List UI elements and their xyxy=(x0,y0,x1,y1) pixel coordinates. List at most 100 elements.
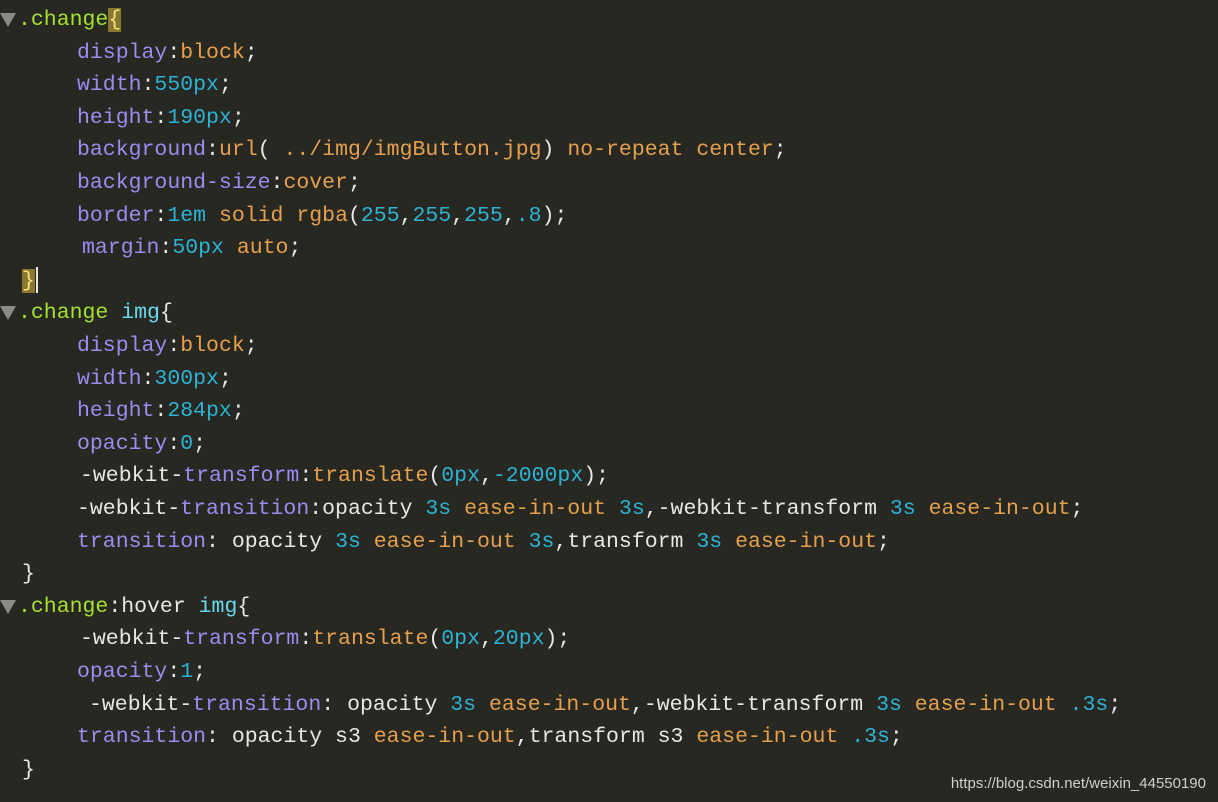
code-line[interactable]: } xyxy=(0,754,35,786)
code-token: ease-in-out xyxy=(373,725,516,750)
code-line[interactable]: width:300px; xyxy=(0,363,232,395)
code-token: : xyxy=(270,171,284,195)
code-token: ; xyxy=(231,399,245,424)
code-token: : xyxy=(154,203,168,228)
code-token: : xyxy=(141,366,155,391)
code-line[interactable]: border:1em solid rgba(255,255,255,.8); xyxy=(0,200,567,232)
code-token: opacity s3 xyxy=(231,725,374,750)
code-token: ); xyxy=(541,203,568,228)
code-token: : xyxy=(321,692,348,717)
code-token: ); xyxy=(544,627,571,652)
code-token: .3s xyxy=(1069,692,1109,717)
code-line[interactable]: width:550px; xyxy=(0,69,232,101)
code-token: url xyxy=(218,138,258,163)
code-token: 255 xyxy=(360,203,400,228)
code-token: : xyxy=(299,464,313,489)
code-token: 190px xyxy=(167,105,232,130)
code-token: : xyxy=(167,334,181,358)
code-line[interactable]: .change{ xyxy=(0,4,122,36)
code-token: width xyxy=(77,366,142,391)
fold-triangle-icon[interactable] xyxy=(0,599,16,614)
code-token: : xyxy=(141,73,155,98)
code-token: ; xyxy=(244,334,258,358)
code-token: block xyxy=(180,334,245,358)
code-token: ; xyxy=(1070,497,1084,521)
code-token: no-repeat center xyxy=(567,138,774,163)
code-token: ../img/imgButton.jpg xyxy=(283,138,542,163)
code-token: ease-in-out xyxy=(476,692,631,717)
code-token: : xyxy=(299,627,313,652)
code-token: ,-webkit-transform xyxy=(630,692,877,717)
code-token: cover xyxy=(283,171,348,195)
code-token: width xyxy=(77,73,142,98)
code-token: transition xyxy=(180,497,310,521)
code-token: .3s xyxy=(851,725,890,750)
code-token: : xyxy=(206,725,232,750)
code-token: ; xyxy=(218,73,232,98)
code-line[interactable]: display:block; xyxy=(0,330,258,362)
code-line[interactable]: -webkit-transition: opacity 3s ease-in-o… xyxy=(0,689,1121,721)
code-token: 1em xyxy=(167,203,207,228)
code-token: ; xyxy=(244,40,258,65)
code-token: 0px xyxy=(441,627,480,652)
code-line[interactable]: opacity:1; xyxy=(0,656,206,688)
code-line[interactable]: -webkit-transition:opacity 3s ease-in-ou… xyxy=(0,493,1083,525)
code-token: } xyxy=(22,268,35,293)
code-token: 284px xyxy=(167,399,232,424)
code-line[interactable]: background-size:cover; xyxy=(0,167,361,199)
code-token: , xyxy=(502,203,516,228)
code-token: -webkit- xyxy=(80,464,184,489)
code-token: ease-in-out xyxy=(901,692,1070,717)
code-token: auto xyxy=(223,236,289,261)
code-token: { xyxy=(237,594,251,619)
code-line[interactable]: height:284px; xyxy=(0,395,245,427)
code-line[interactable]: .change img{ xyxy=(0,297,173,329)
code-token: -webkit- xyxy=(77,497,181,521)
code-token: display xyxy=(77,40,168,65)
code-token: background-size xyxy=(77,171,271,195)
code-token: , xyxy=(399,203,413,228)
fold-triangle-icon[interactable] xyxy=(0,13,16,27)
code-line[interactable]: margin:50px auto; xyxy=(0,232,301,264)
text-cursor xyxy=(35,267,38,294)
code-token: ; xyxy=(231,105,245,130)
code-token: ; xyxy=(193,660,207,684)
code-line[interactable]: transition: opacity 3s ease-in-out 3s,tr… xyxy=(0,526,890,558)
code-token: 255 xyxy=(464,203,503,228)
code-line[interactable]: } xyxy=(0,558,35,590)
code-line[interactable]: background:url( ../img/imgButton.jpg) no… xyxy=(0,134,787,166)
code-token: : xyxy=(309,497,323,521)
code-token: height xyxy=(77,399,155,424)
code-token: ,transform s3 xyxy=(515,725,697,750)
code-token: 255 xyxy=(412,203,452,228)
code-line[interactable]: display:block; xyxy=(0,37,258,69)
code-token: opacity xyxy=(231,529,336,554)
code-token: translate xyxy=(312,627,429,652)
code-token: ( xyxy=(257,138,284,163)
code-line[interactable]: opacity:0; xyxy=(0,428,206,460)
code-token: img xyxy=(198,594,238,619)
code-line[interactable]: height:190px; xyxy=(0,102,245,134)
code-token: , xyxy=(480,464,493,489)
code-token: ; xyxy=(773,138,787,163)
code-token: change xyxy=(30,301,122,326)
code-line[interactable]: } xyxy=(0,265,38,297)
code-token: transition xyxy=(77,529,207,554)
code-line[interactable]: -webkit-transform:translate(0px,-2000px)… xyxy=(0,460,609,492)
code-token: 3s xyxy=(528,529,555,554)
code-token: 50px xyxy=(172,236,224,261)
code-token: opacity xyxy=(322,497,426,521)
code-token: transform xyxy=(183,464,300,489)
code-line[interactable]: .change:hover img{ xyxy=(0,591,251,623)
code-token: solid rgba xyxy=(206,203,348,228)
code-token: : xyxy=(167,431,181,456)
code-token: change xyxy=(30,594,109,619)
fold-triangle-icon[interactable] xyxy=(0,306,16,321)
code-line[interactable]: -webkit-transform:translate(0px,20px); xyxy=(0,623,570,655)
code-line[interactable]: transition: opacity s3 ease-in-out,trans… xyxy=(0,721,903,753)
code-token: 3s xyxy=(618,497,645,521)
code-token: , xyxy=(480,627,493,652)
code-token: ,-webkit-transform xyxy=(644,497,890,521)
code-token: ease-in-out xyxy=(722,529,877,554)
